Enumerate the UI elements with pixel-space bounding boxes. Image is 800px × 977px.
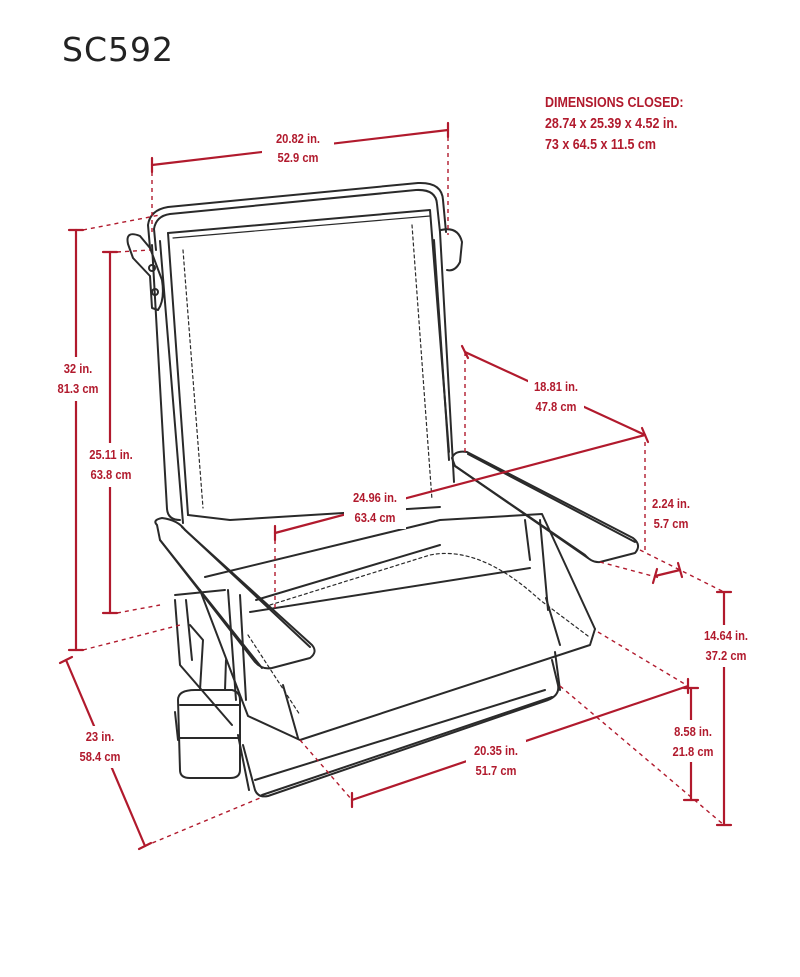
dimension-labels: 20.82 in. 52.9 cm 32 in. 81.3 cm 25.11 i…: [58, 131, 749, 778]
arm-length-cm: 47.8 cm: [536, 399, 577, 414]
extension-lines: [82, 137, 725, 847]
depth-in: 23 in.: [86, 729, 115, 744]
arm-height-cm: 37.2 cm: [706, 648, 747, 663]
closed-dimensions-imperial: 28.74 x 25.39 x 4.52 in.: [545, 116, 678, 132]
label-backgrounds: [52, 127, 754, 782]
seat-width-cm: 63.4 cm: [355, 510, 396, 525]
base-rails: [174, 599, 561, 798]
seat-fabric: [247, 544, 589, 716]
seat-height-in: 8.58 in.: [674, 724, 712, 739]
total-height-cm: 81.3 cm: [58, 381, 99, 396]
total-height-in: 32 in.: [64, 361, 93, 376]
closed-dimensions-block: DIMENSIONS CLOSED: 28.74 x 25.39 x 4.52 …: [545, 93, 684, 156]
right-armrest: [451, 450, 639, 564]
seat-width-in: 24.96 in.: [353, 490, 397, 505]
seat-height-cm: 21.8 cm: [673, 744, 714, 759]
depth-cm: 58.4 cm: [80, 749, 121, 764]
back-height-in: 25.11 in.: [89, 447, 132, 462]
model-title: SC592: [62, 30, 174, 69]
side-pouch: [174, 624, 241, 779]
top-width-cm: 52.9 cm: [278, 150, 319, 165]
backrest-fabric: [167, 209, 450, 521]
hinge-brackets: [126, 228, 463, 311]
base-width-cm: 51.7 cm: [476, 763, 517, 778]
closed-dimensions-metric: 73 x 64.5 x 11.5 cm: [545, 137, 656, 153]
backrest-frame: [147, 181, 455, 524]
seat-frame: [174, 513, 596, 741]
left-armrest: [154, 517, 316, 701]
dimension-lines: [58, 121, 733, 851]
arm-length-in: 18.81 in.: [534, 379, 578, 394]
back-height-cm: 63.8 cm: [91, 467, 132, 482]
base-width-in: 20.35 in.: [474, 743, 518, 758]
arm-height-in: 14.64 in.: [704, 628, 748, 643]
closed-dimensions-heading: DIMENSIONS CLOSED:: [545, 95, 684, 111]
chair-illustration: [126, 181, 639, 798]
top-width-in: 20.82 in.: [276, 131, 320, 146]
arm-width-in: 2.24 in.: [652, 496, 690, 511]
arm-width-cm: 5.7 cm: [654, 516, 689, 531]
